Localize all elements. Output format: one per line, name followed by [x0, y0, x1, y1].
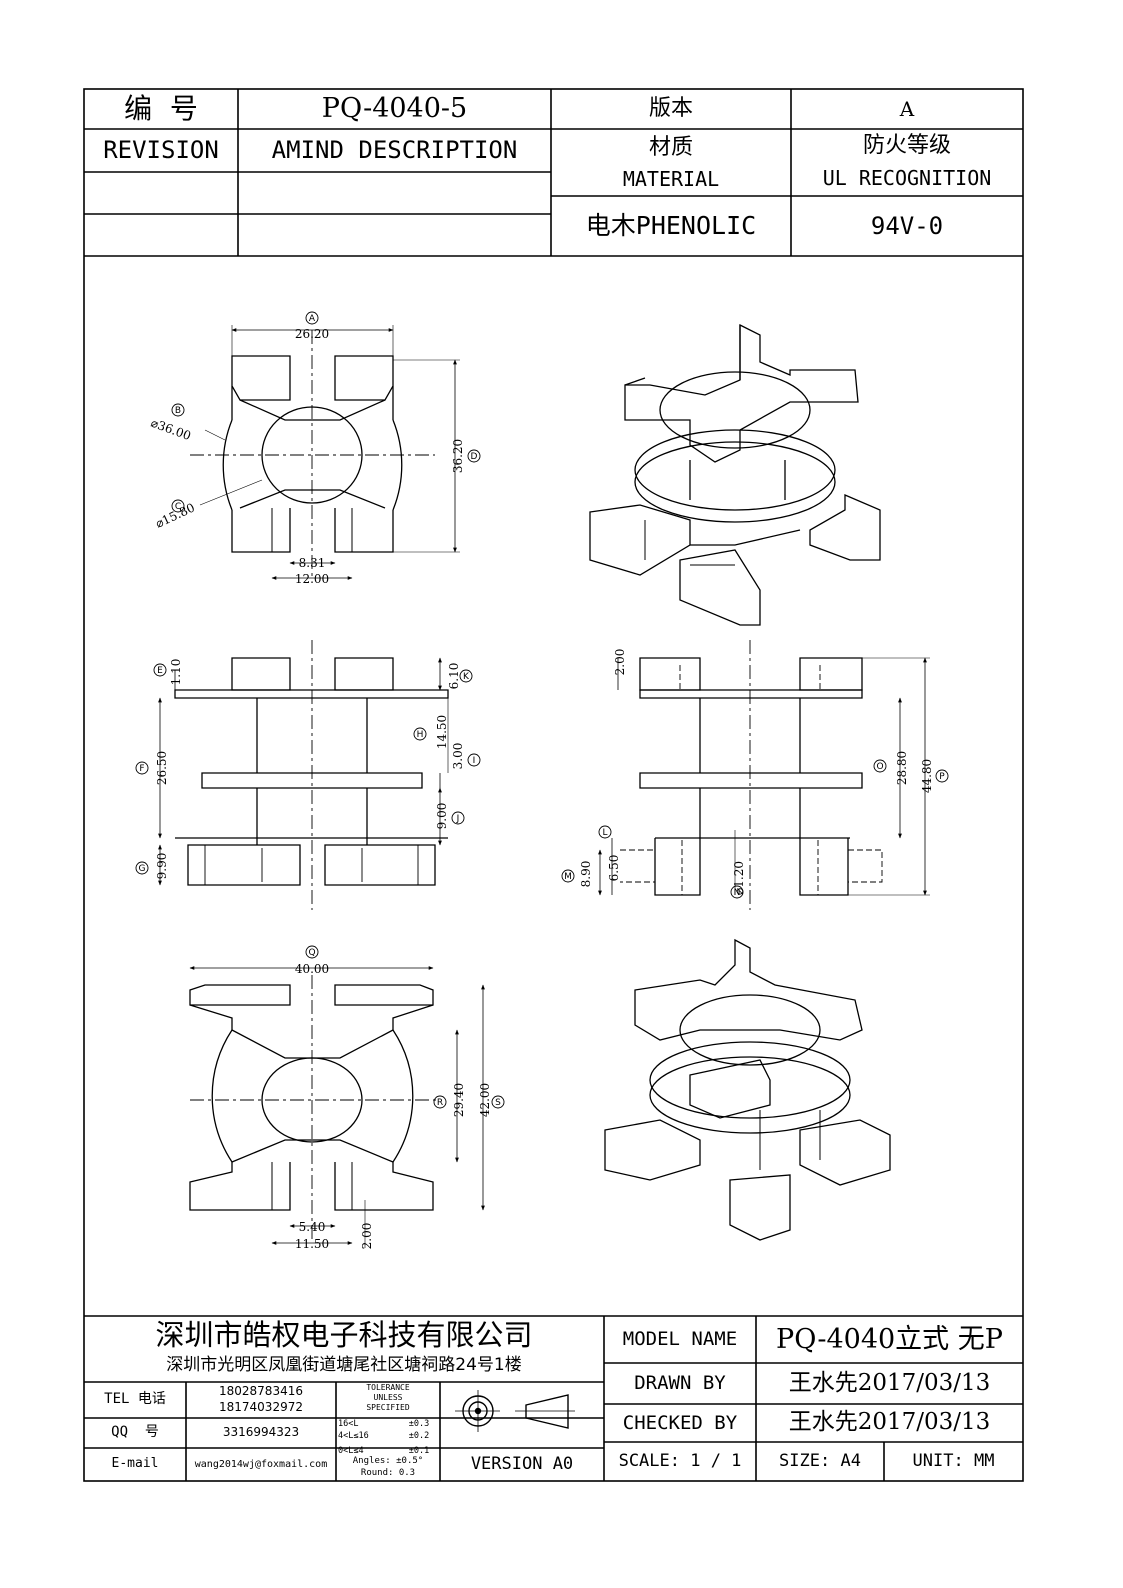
- top-view: [190, 325, 460, 580]
- number-label: 编 号: [124, 91, 198, 125]
- callout-i: I: [473, 756, 476, 766]
- dim-j: 9.00: [435, 803, 449, 830]
- dim-l: 6.50: [607, 855, 621, 882]
- projection-symbol: [455, 1390, 575, 1432]
- tel-label: TEL 电话: [104, 1391, 166, 1408]
- dim-k: 6.10: [447, 663, 461, 690]
- tolerance-row-1-value: ±0.3: [408, 1418, 430, 1429]
- callout-p: P: [939, 772, 945, 782]
- dim-q: 40.00: [295, 962, 329, 976]
- drawn-by-label: DRAWN BY: [634, 1372, 726, 1395]
- side-view: [598, 640, 930, 910]
- callout-r: R: [437, 1098, 443, 1108]
- company-name: 深圳市皓权电子科技有限公司: [155, 1318, 533, 1353]
- callout-l: L: [602, 828, 607, 838]
- callout-bubbles: [135, 311, 949, 1109]
- dim-r: 29.40: [452, 1083, 466, 1117]
- material-label-en: MATERIAL: [622, 167, 720, 191]
- material-label-cn: 材质: [648, 134, 693, 160]
- dim-e: 1.10: [169, 659, 183, 686]
- email-label: E-mail: [111, 1456, 159, 1472]
- checked-by-value: 王水先2017/03/13: [788, 1409, 991, 1436]
- dim-h: 14.50: [435, 715, 449, 749]
- revision-label: REVISION: [103, 136, 219, 165]
- unit-label: UNIT: MM: [912, 1451, 995, 1472]
- dim-d: 36.20: [451, 439, 465, 473]
- front-view: [158, 640, 449, 910]
- scale-label: SCALE: 1 / 1: [618, 1451, 742, 1472]
- isometric-view-bottom: [604, 938, 891, 1241]
- version-value: A: [899, 97, 915, 121]
- drawing-frame: [83, 88, 1024, 1482]
- version-label-bottom: VERSION A0: [470, 1454, 574, 1475]
- callout-a: A: [309, 314, 316, 324]
- callout-s: S: [495, 1098, 501, 1108]
- tolerance-row-2-range: 4<L≤16: [338, 1430, 369, 1441]
- dim-side-top: 2.00: [613, 649, 627, 676]
- dim-g: 9.90: [155, 853, 169, 880]
- callout-j: J: [456, 814, 460, 824]
- dim-bot-slot-outer: 11.50: [295, 1237, 329, 1251]
- dim-bot-step: 2.00: [360, 1223, 374, 1250]
- qq-label: QQ 号: [111, 1424, 159, 1441]
- dim-p: 44.80: [920, 759, 934, 793]
- callout-d: D: [471, 452, 478, 462]
- model-name-value: PQ-4040立式 无P: [776, 1323, 1003, 1355]
- callout-letters: A B C D E F G H I J K L M N O P Q R S: [139, 314, 946, 1108]
- ul-value: 94V-0: [870, 211, 944, 240]
- tolerance-header-1: TOLERANCE: [366, 1382, 410, 1392]
- description-label: AMIND DESCRIPTION: [271, 136, 518, 165]
- dim-slot-inner: 8.31: [299, 556, 326, 570]
- qq-value: 3316994323: [222, 1425, 300, 1440]
- tel-value-1: 18028783416: [219, 1384, 303, 1399]
- callout-b: B: [175, 406, 181, 416]
- dim-i: 3.00: [451, 743, 465, 770]
- checked-by-label: CHECKED BY: [622, 1411, 738, 1434]
- callout-e: E: [157, 666, 163, 676]
- company-address: 深圳市光明区凤凰街道塘尾社区塘祠路24号1楼: [166, 1354, 522, 1375]
- tel-value-2: 18174032972: [219, 1400, 303, 1415]
- tolerance-row-3-range: 0<L≤4: [338, 1445, 364, 1456]
- tolerance-round: Round: 0.3: [360, 1468, 416, 1479]
- callout-n: N: [734, 888, 741, 898]
- dim-b: ⌀36.00: [149, 416, 193, 443]
- ul-label-en: UL RECOGNITION: [822, 166, 992, 190]
- callout-m: M: [564, 872, 572, 882]
- dim-s: 42.00: [478, 1083, 492, 1117]
- drawn-by-value: 王水先2017/03/13: [788, 1369, 991, 1396]
- bottom-view: [189, 966, 485, 1248]
- tolerance-header-3: SPECIFIED: [366, 1402, 410, 1412]
- material-value: 电木PHENOLIC: [585, 211, 757, 241]
- part-number: PQ-4040-5: [321, 93, 468, 125]
- dim-m: 8.90: [579, 861, 593, 888]
- tolerance-row-3-value: ±0.1: [408, 1445, 430, 1456]
- callout-q: Q: [308, 948, 315, 958]
- tolerance-row-2-value: ±0.2: [408, 1430, 430, 1441]
- size-label: SIZE: A4: [779, 1451, 861, 1472]
- version-label: 版本: [648, 95, 693, 121]
- callout-g: G: [139, 864, 146, 874]
- callout-f: F: [139, 764, 144, 774]
- model-name-label: MODEL NAME: [622, 1328, 738, 1351]
- callout-k: K: [463, 672, 470, 682]
- dim-o: 28.80: [895, 751, 909, 785]
- dimension-labels: 26.20 ⌀36.00 ⌀15.80 36.20 8.31 12.00 1.1…: [149, 327, 934, 1251]
- tolerance-row-1-range: 16<L: [338, 1418, 359, 1429]
- tolerance-header-2: UNLESS: [373, 1392, 403, 1402]
- callout-h: H: [417, 730, 424, 740]
- callout-c: C: [175, 502, 181, 512]
- dim-a: 26.20: [295, 327, 329, 341]
- ul-label-cn: 防火等级: [862, 132, 951, 158]
- dim-f: 26.50: [155, 751, 169, 785]
- dim-bot-slot-inner: 5.40: [299, 1220, 326, 1234]
- isometric-view-top: [589, 323, 881, 626]
- tolerance-angles: Angles: ±0.5°: [352, 1456, 424, 1467]
- callout-o: O: [876, 762, 883, 772]
- email-value: wang2014wj@foxmail.com: [194, 1459, 328, 1470]
- dim-slot-outer: 12.00: [295, 572, 329, 586]
